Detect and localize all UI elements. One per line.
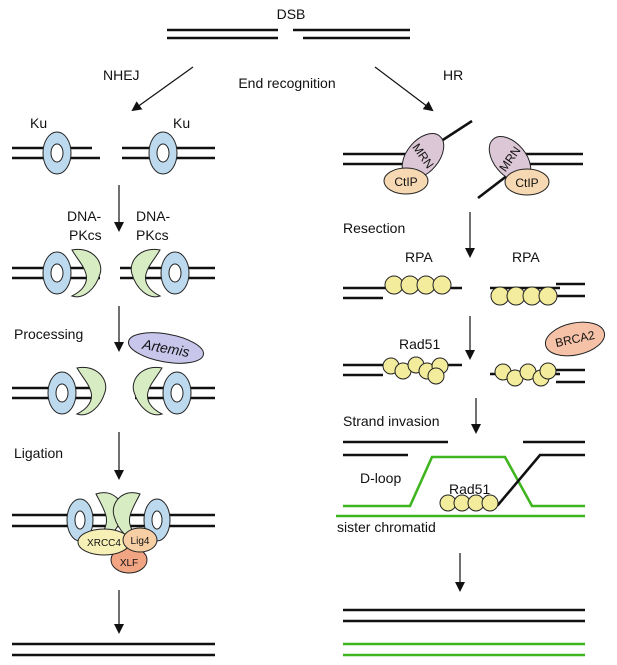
xrcc4-label: XRCC4 <box>87 538 121 549</box>
rpa-coated-dna <box>343 275 585 306</box>
artemis-protein: Artemis <box>127 332 205 364</box>
rpa-label-left: RPA <box>405 249 433 265</box>
lig4-label: Lig4 <box>131 536 150 547</box>
ku-label-right: Ku <box>173 115 190 131</box>
strand-invasion-label: Strand invasion <box>343 413 440 429</box>
nhej-label: NHEJ <box>103 67 140 83</box>
ku-bound-dna <box>12 131 215 175</box>
lig4-protein <box>122 527 158 553</box>
dna-pkcs-bound-dna <box>12 248 215 298</box>
hr-repaired-dna <box>343 608 585 657</box>
ctip-protein-right <box>504 168 550 196</box>
rad51-label: Rad51 <box>399 336 440 352</box>
ku-label-left: Ku <box>30 115 47 131</box>
resection-label: Resection <box>343 220 405 236</box>
nhej-repaired-dna <box>12 642 215 657</box>
dsb-title: DSB <box>277 6 306 22</box>
rad51-dloop-label: Rad51 <box>449 481 490 497</box>
processing-dna <box>12 366 215 416</box>
strand-invasion-dna <box>336 440 585 518</box>
ligation-label: Ligation <box>14 445 63 461</box>
ctip-label-right: CtIP <box>515 176 538 190</box>
end-recognition-label: End recognition <box>238 75 335 91</box>
dna-pkcs-label-left-1: DNA- <box>67 208 102 224</box>
dna-pkcs-label-right-2: PKcs <box>136 227 169 243</box>
dloop-label: D-loop <box>360 470 401 486</box>
rpa-label-right: RPA <box>512 249 540 265</box>
dna-pkcs-label-left-2: PKcs <box>69 227 102 243</box>
arrow-to-nhej <box>131 66 194 112</box>
brca2-protein: BRCA2 <box>544 321 606 357</box>
dsb-break-dna <box>167 28 410 40</box>
dna-pkcs-protein-left <box>70 248 102 298</box>
ctip-label-left: CtIP <box>394 175 417 189</box>
ctip-protein-left <box>383 167 429 195</box>
dna-pkcs-protein-right <box>130 248 162 298</box>
dna-pkcs-label-right-1: DNA- <box>136 208 171 224</box>
arrow-to-hr <box>374 66 434 112</box>
ligation-complex: XRCC4 Lig4 XLF <box>12 492 215 574</box>
hr-label: HR <box>443 67 463 83</box>
mrn-bound-dna: MRN CtIP MRN CtIP <box>343 119 583 200</box>
processing-label: Processing <box>14 326 83 342</box>
xlf-label: XLF <box>120 558 138 569</box>
sister-chromatid-label: sister chromatid <box>337 519 436 535</box>
rad51-coated-dna <box>343 356 585 387</box>
